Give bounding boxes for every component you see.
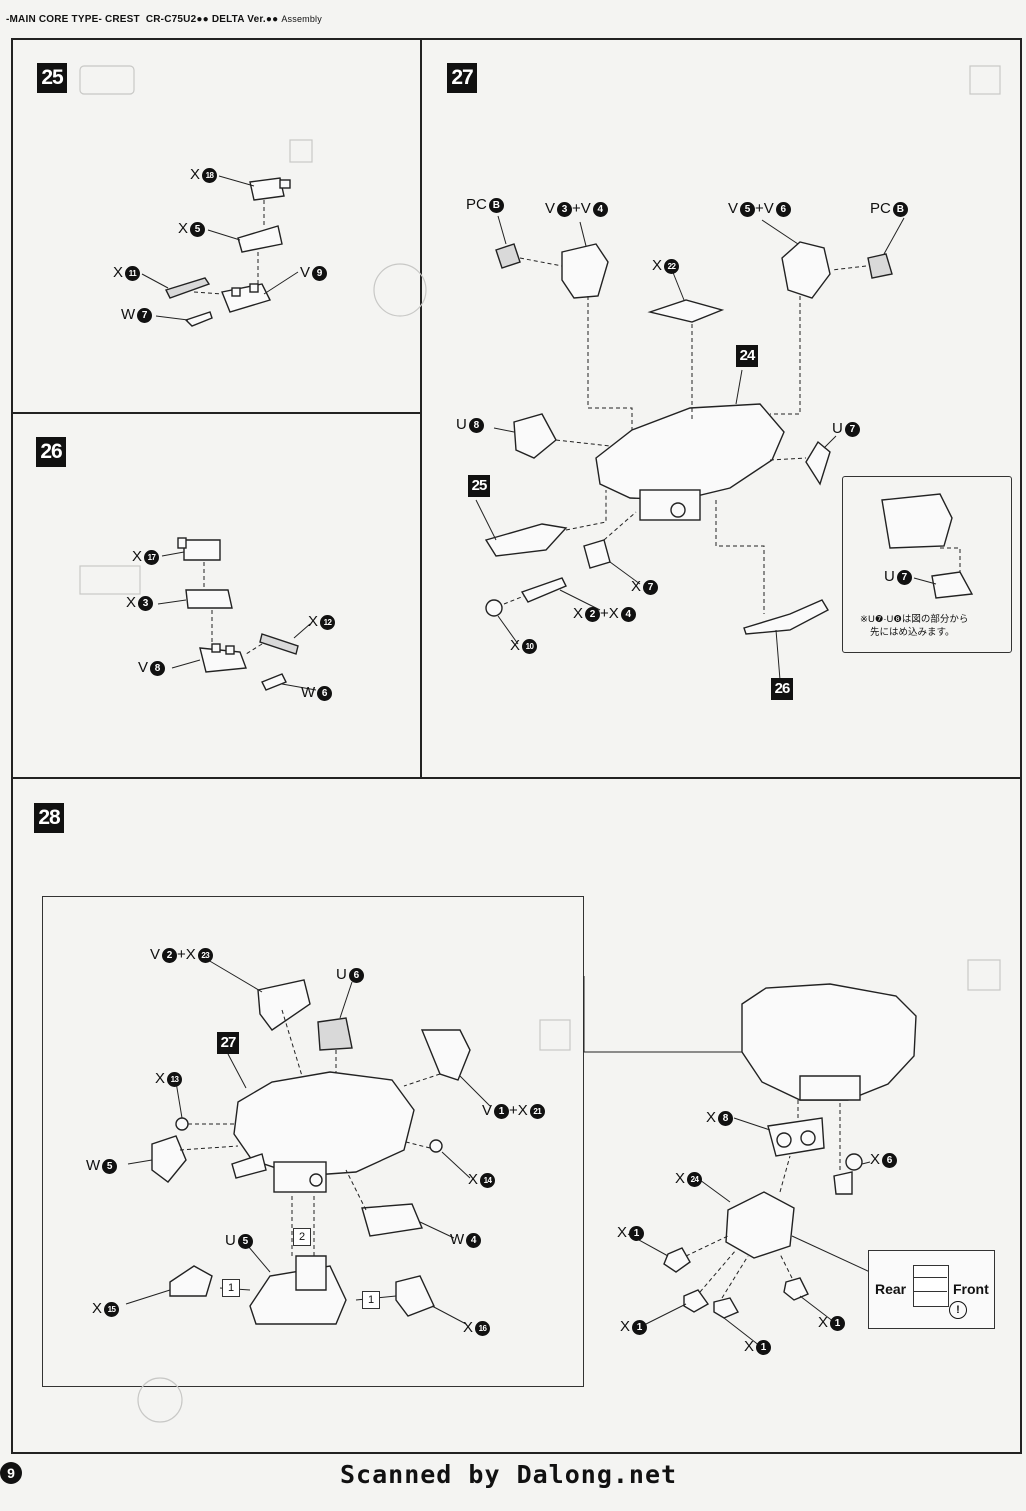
step-27-inset-box: [842, 476, 1012, 653]
caution-icon: !: [949, 1301, 967, 1319]
step-28-left-parts: [125, 959, 760, 1325]
inset-note-line2: 先にはめ込みます。: [870, 627, 955, 638]
ref-step-27: 27: [217, 1032, 239, 1054]
step-25-parts: [141, 175, 299, 327]
footer-credit: Scanned by Dalong.net: [340, 1460, 678, 1489]
legend-block: [913, 1265, 949, 1307]
header-model: CR-C75U2: [145, 14, 197, 25]
order-marker-1-left: 1: [222, 1279, 240, 1297]
panel-step-28: [11, 777, 1022, 1454]
step-number-26: 26: [36, 437, 66, 467]
header-version: DELTA Ver.: [211, 14, 266, 25]
page-header: -MAIN CORE TYPE- CREST CR-C75U2●● DELTA …: [6, 14, 322, 25]
step-number-27: 27: [447, 63, 477, 93]
step-number-28: 28: [34, 803, 64, 833]
ref-step-25: 25: [468, 475, 490, 497]
header-series: -MAIN CORE TYPE- CREST: [6, 14, 140, 25]
inset-note: ※U❼·U❽は図の部分から 先にはめ込みます。: [860, 613, 968, 639]
step-28-detail-box: [42, 896, 584, 1387]
step-26-parts: [157, 537, 317, 691]
bleed-through-ghosts: [79, 65, 1001, 1423]
legend-block-divider: [913, 1277, 947, 1278]
header-section: Assembly: [281, 14, 322, 24]
step-27-parts: [475, 215, 974, 681]
step-28-right-parts: [627, 983, 917, 1347]
ref-step-24: 24: [736, 345, 758, 367]
legend-block-divider: [913, 1291, 947, 1292]
inset-note-line1: ※U❼·U❽は図の部分から: [860, 614, 969, 625]
orientation-legend: Rear Front !: [868, 1250, 995, 1329]
legend-rear: Rear: [875, 1281, 907, 1297]
step-number-25: 25: [37, 63, 67, 93]
page-number: 9: [0, 1462, 22, 1484]
order-marker-2: 2: [293, 1228, 311, 1246]
ref-step-26: 26: [771, 678, 793, 700]
legend-front: Front: [953, 1281, 989, 1297]
order-marker-1-right: 1: [362, 1291, 380, 1309]
